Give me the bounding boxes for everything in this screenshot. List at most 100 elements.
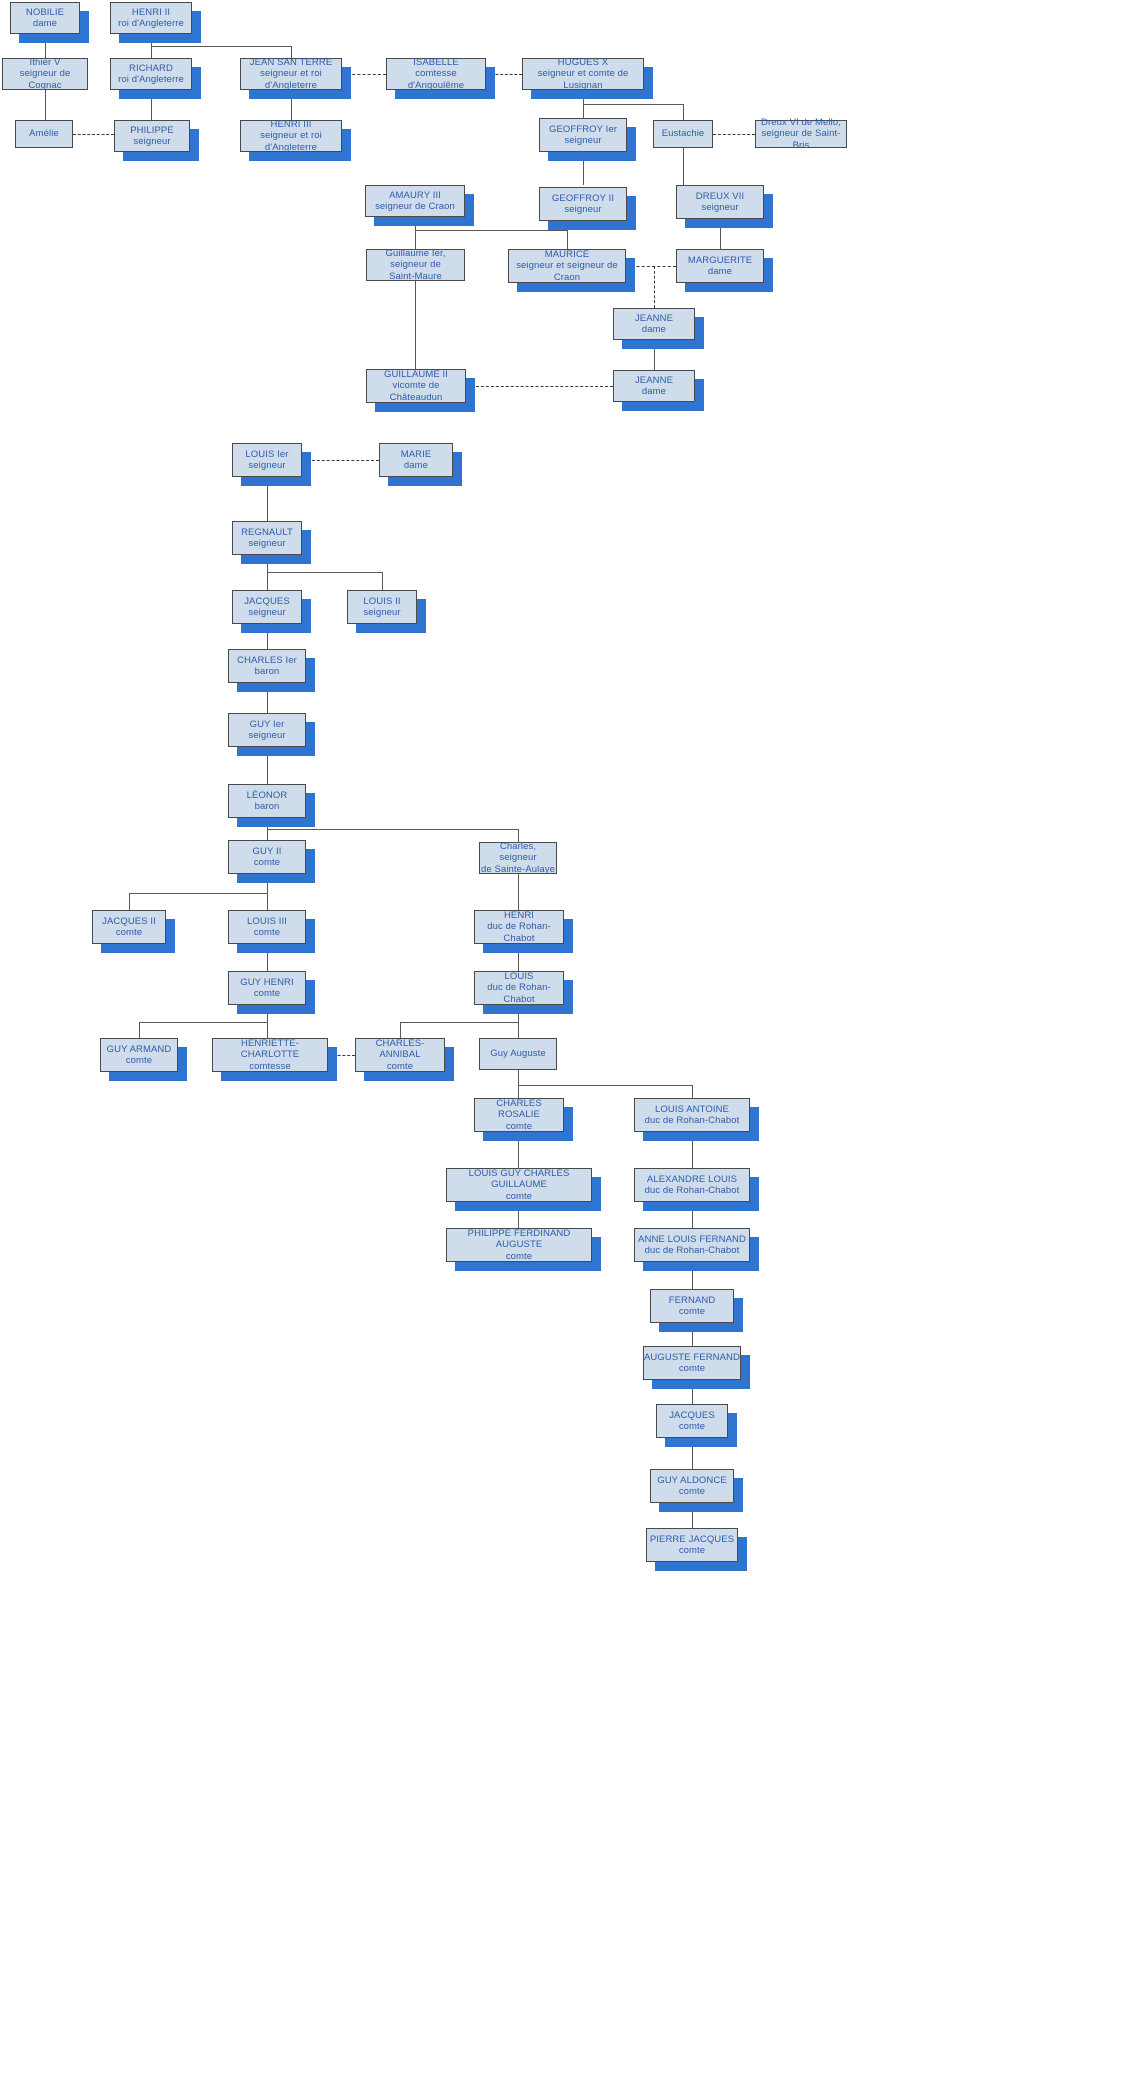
person-name: MAURICE [544,249,590,261]
person-name: CHARLES ROSALIE [496,1098,542,1121]
connector-line [267,572,382,573]
person-name: CHARLES-ANNIBAL [375,1038,425,1061]
connector-line [518,1005,519,1038]
connector-line [692,1323,693,1346]
person-name: HENRI III [270,119,312,131]
person-name: LOUIS ANTOINE [655,1103,729,1115]
person-name: REGNAULT [241,526,293,538]
connector-line [45,90,46,120]
connector-line [267,624,268,649]
person-node-amelie[interactable]: Amélie [15,120,73,148]
person-name: AMAURY III [389,189,441,201]
person-title: seigneur [248,730,286,741]
person-title: comte [253,927,281,938]
person-name: RICHARD [129,62,173,74]
person-name: MARIE [400,448,432,460]
person-name: GEOFFROY II [551,192,615,204]
connector-line [683,148,684,185]
person-title: seigneur de Saint-Bris [761,128,841,151]
person-name: GUY HENRI [240,976,294,988]
person-name: NOBILIE [25,6,65,18]
person-name: DREUX VII [695,190,745,202]
person-name: GUY ALDONCE [657,1474,727,1486]
union-line [342,74,386,75]
person-title: seigneur [701,202,739,213]
person-title: comte [678,1363,706,1374]
person-name: HENRI [503,910,535,922]
person-name: HUGUES X [557,57,609,69]
connector-line [683,104,684,120]
person-name: JEAN SAN TERRE [249,57,333,69]
person-title: Saint-Maure [389,270,442,282]
person-title: vicomte de Châteaudun [389,380,443,403]
connector-line [129,893,130,910]
person-title: comte [253,988,281,999]
person-node-guyauguste[interactable]: Guy Auguste [479,1038,557,1070]
person-node-dreux6[interactable]: Dreux VI de Mello,seigneur de Saint-Bris [755,117,847,151]
person-name: LOUIS Ier [245,448,289,460]
person-name: GUY Ier [249,718,285,730]
connector-line [267,747,268,784]
person-name: HENRIETTE-CHARLOTTE [240,1038,300,1061]
person-title: seigneur et roi d'Angleterre [260,130,322,153]
person-name: ANNE LOUIS FERNAND [638,1233,746,1245]
connector-line [129,893,268,894]
person-node-eustachie[interactable]: Eustachie [653,120,713,148]
connector-line [692,1438,693,1469]
person-name: MARGUERITE [687,254,753,266]
person-title: comte [505,1250,533,1262]
union-line [73,134,114,135]
person-name: Guy Auguste [490,1048,546,1060]
union-line [654,266,655,308]
union-line [466,386,613,387]
